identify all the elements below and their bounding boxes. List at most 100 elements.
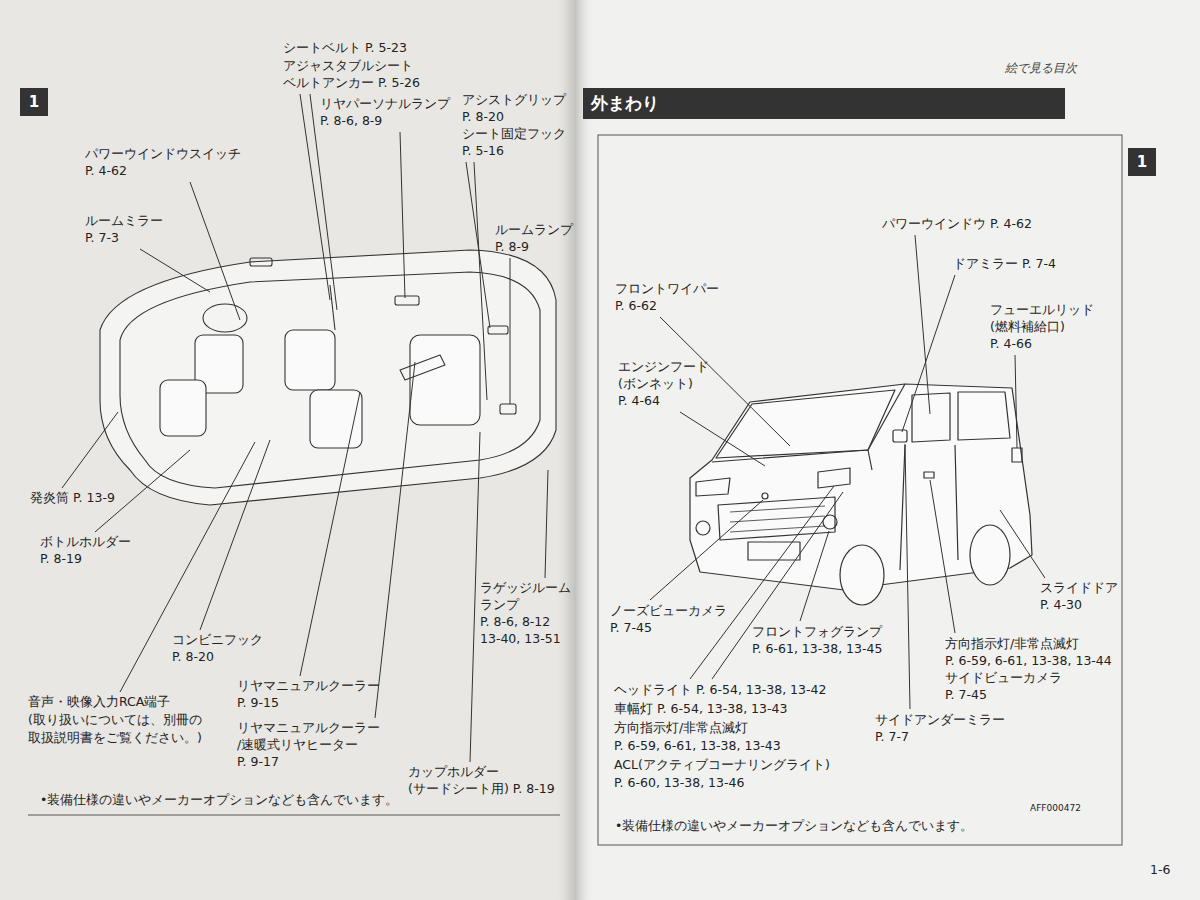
callout-label: パワーウインドウスイッチ xyxy=(85,146,241,162)
callout-label: (サードシート用) P. 8-19 xyxy=(408,781,555,797)
note-text: •装備仕様の違いやメーカーオプションなども含んでいます。 xyxy=(615,818,973,834)
callout-label: P. 8-20 xyxy=(172,649,214,665)
leader-line-part xyxy=(1015,355,1017,448)
callout-label: スライドドア xyxy=(1040,580,1118,596)
callout-label: アシストグリップ xyxy=(462,92,566,108)
callout-label: (燃料補給口) xyxy=(990,319,1065,335)
interior-illustration-part xyxy=(410,335,480,425)
callout-label: ルームランプ xyxy=(495,222,573,238)
leader-line-part xyxy=(375,362,415,718)
leader-line-part xyxy=(190,182,240,320)
leader-line-part xyxy=(120,442,255,692)
callout-label: P. 8-6, 8-9 xyxy=(320,113,382,129)
section-band: 外まわり xyxy=(583,88,1065,119)
callout-label: サイドアンダーミラー xyxy=(875,712,1005,728)
interior-illustration-part xyxy=(395,296,419,305)
leader-line-part xyxy=(62,412,118,488)
interior-illustration-part xyxy=(400,355,445,380)
leader-line-part xyxy=(466,162,490,328)
leader-line-part xyxy=(470,432,480,762)
callout-label: P. 4-66 xyxy=(990,336,1032,352)
callout-label: P. 6-62 xyxy=(615,298,657,314)
callout-label: P. 9-15 xyxy=(237,695,279,711)
callout-label: ラゲッジルーム xyxy=(480,580,571,596)
callout-label: ベルトアンカー P. 5-26 xyxy=(283,75,420,91)
page-frame-part xyxy=(28,815,560,816)
interior-illustration-part xyxy=(500,404,516,414)
paper-part xyxy=(0,0,572,900)
leader-line-part xyxy=(400,132,405,298)
callout-label: P. 8-6, 8-12 xyxy=(480,614,550,630)
leader-line-part xyxy=(200,440,270,630)
van-illustration-part xyxy=(696,478,730,496)
callout-label: P. 4-30 xyxy=(1040,597,1082,613)
interior-illustration-part xyxy=(285,330,335,390)
chapter-tab: 1 xyxy=(20,88,48,116)
leader-line-part xyxy=(510,258,511,404)
callout-label: (ボンネット) xyxy=(618,376,693,392)
van-illustration-part xyxy=(970,525,1010,585)
callout-label: 取扱説明書をご覧ください。) xyxy=(28,730,202,746)
callout-label: P. 8-9 xyxy=(495,239,529,255)
page-frame-part xyxy=(598,135,1122,845)
van-illustration-part xyxy=(958,392,1010,440)
callout-label: ドアミラー P. 7-4 xyxy=(953,256,1056,272)
van-illustration-part xyxy=(868,384,905,450)
callout-label: コンビニフック xyxy=(172,632,263,648)
node-text: 1 xyxy=(1137,153,1147,171)
callout-label: P. 7-45 xyxy=(610,620,652,636)
callout-label: カップホルダー xyxy=(408,764,499,780)
page-code: 1-6 xyxy=(1150,862,1170,878)
paper-part xyxy=(572,0,1200,900)
callout-label: P. 8-19 xyxy=(40,551,82,567)
leader-line-part xyxy=(800,531,829,621)
interior-illustration-part xyxy=(250,258,272,266)
page-code: AFF000472 xyxy=(1030,800,1081,816)
callout-label: シートベルト P. 5-23 xyxy=(283,40,407,56)
callout-label: P. 4-64 xyxy=(618,393,660,409)
callout-label: エンジンフード xyxy=(618,359,709,375)
callout-label: ACL(アクティブコーナリングライト) xyxy=(614,757,830,773)
callout-label: P. 6-60, 13-38, 13-46 xyxy=(614,775,744,791)
callout-label: フューエルリッド xyxy=(990,302,1094,318)
interior-illustration-part xyxy=(488,326,508,334)
interior-illustration-part xyxy=(203,304,247,332)
leader-line-part xyxy=(545,470,548,578)
van-illustration-part xyxy=(730,506,825,532)
callout-label: P. 6-59, 6-61, 13-38, 13-44 xyxy=(945,653,1112,669)
callout-label: 発炎筒 P. 13-9 xyxy=(30,490,115,506)
callout-label: /速暖式リヤヒーター xyxy=(237,737,358,753)
callout-label: パワーウインドウ P. 4-62 xyxy=(882,216,1032,232)
callout-label: P. 5-16 xyxy=(462,143,504,159)
callout-label: P. 7-7 xyxy=(875,729,909,745)
callout-label: ヘッドライト P. 6-54, 13-38, 13-42 xyxy=(614,682,826,698)
leader-line-part xyxy=(300,392,360,676)
leader-line xyxy=(62,94,548,762)
van-illustration-part xyxy=(955,445,958,560)
callout-label: 13-40, 13-51 xyxy=(480,631,561,647)
callout-label: リヤパーソナルランプ xyxy=(320,96,450,112)
node-text: 外まわり xyxy=(591,92,659,115)
node-text: 1 xyxy=(29,93,39,111)
van-illustration-part xyxy=(716,390,895,458)
leader-line-part xyxy=(905,444,910,709)
callout-label: P. 9-17 xyxy=(237,754,279,770)
leader-line-part xyxy=(650,500,763,600)
callout-label: アジャスタブルシート xyxy=(283,58,413,74)
leader-line-part xyxy=(140,249,210,292)
leader-line-part xyxy=(930,480,955,633)
callout-label: フロントフォグランプ xyxy=(752,624,882,640)
van-illustration-part xyxy=(696,521,710,535)
chapter-tab: 1 xyxy=(1128,148,1156,176)
van-illustration-part xyxy=(712,450,872,470)
callout-label: P. 6-59, 6-61, 13-38, 13-43 xyxy=(614,738,781,754)
leader-line-part xyxy=(474,162,487,400)
callout-label: P. 6-61, 13-38, 13-45 xyxy=(752,641,882,657)
leader-line-part xyxy=(902,275,955,432)
callout-label: サイドビューカメラ xyxy=(945,670,1062,686)
callout-label: 車幅灯 P. 6-54, 13-38, 13-43 xyxy=(614,701,787,717)
interior-illustration-part xyxy=(160,380,206,436)
